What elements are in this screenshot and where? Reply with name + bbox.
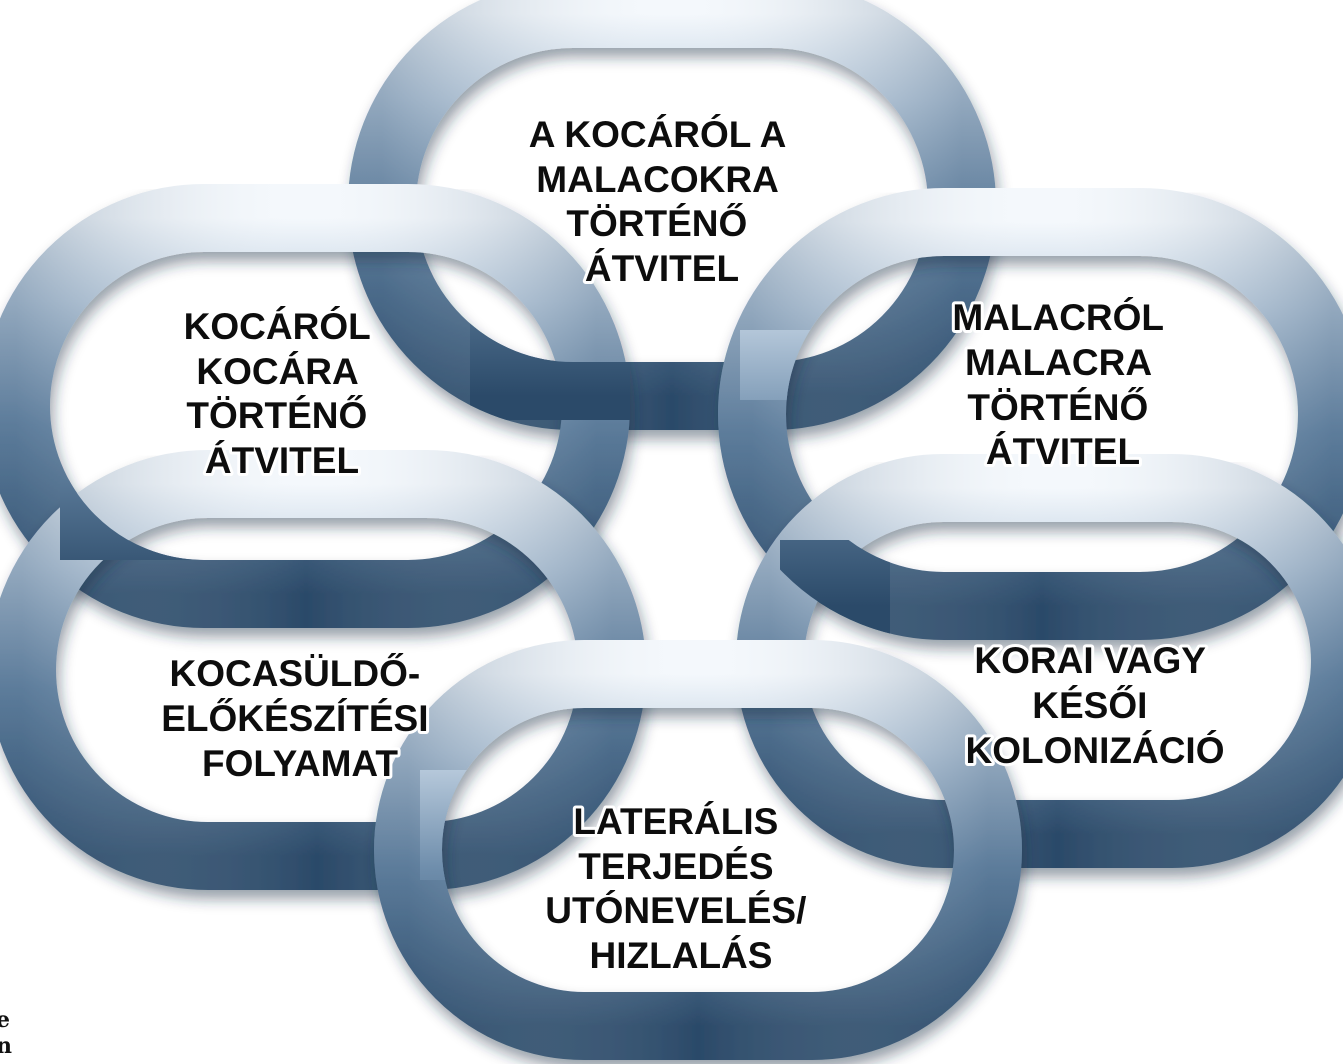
label-lower-left: KOCASÜLDŐ- ELŐKÉSZÍTÉSI FOLYAMAT [161,652,439,784]
label-lower-right-line: KORAI VAGY [974,640,1206,681]
label-bottom-line: TERJEDÉS [578,846,773,887]
label-lower-left-line: FOLYAMAT [202,743,398,784]
label-upper-left-line: ÁTVITEL [205,440,359,481]
label-top-line: ÁTVITEL [585,248,739,289]
cropped-edge-char: n [0,1033,12,1059]
label-lower-left-line: ELŐKÉSZÍTÉSI [161,697,428,739]
label-top-line: A KOCÁRÓL A [529,113,786,155]
label-bottom: LATERÁLIS TERJEDÉS UTÓNEVELÉS/ HIZLALÁS [545,801,816,976]
label-upper-right-line: ÁTVITEL [986,431,1140,472]
label-bottom-line: HIZLALÁS [590,935,773,976]
label-upper-left: KOCÁRÓL KOCÁRA TÖRTÉNŐ ÁTVITEL [184,305,381,481]
label-upper-right-line: TÖRTÉNŐ [967,386,1148,428]
label-upper-right-line: MALACRÓL [952,296,1163,338]
label-upper-left-line: TÖRTÉNŐ [186,394,367,436]
label-upper-left-line: KOCÁRA [196,351,358,392]
label-lower-left-line: KOCASÜLDŐ- [169,652,420,694]
label-top-line: TÖRTÉNŐ [566,202,747,244]
label-lower-right-line: KOLONIZÁCIÓ [966,729,1225,771]
label-lower-right-line: KÉSŐI [1032,684,1147,726]
label-upper-left-line: KOCÁRÓL [184,305,370,347]
cropped-edge-char: e [0,1007,10,1033]
label-upper-right: MALACRÓL MALACRA TÖRTÉNŐ ÁTVITEL [952,296,1173,472]
label-bottom-line: LATERÁLIS [573,801,778,842]
label-lower-right: KORAI VAGY KÉSŐI KOLONIZÁCIÓ [966,640,1225,771]
cropped-edge-text: e n [0,1007,18,1059]
label-top-line: MALACOKRA [536,159,778,200]
label-upper-right-line: MALACRA [965,342,1151,383]
label-bottom-line: UTÓNEVELÉS/ [545,889,806,931]
